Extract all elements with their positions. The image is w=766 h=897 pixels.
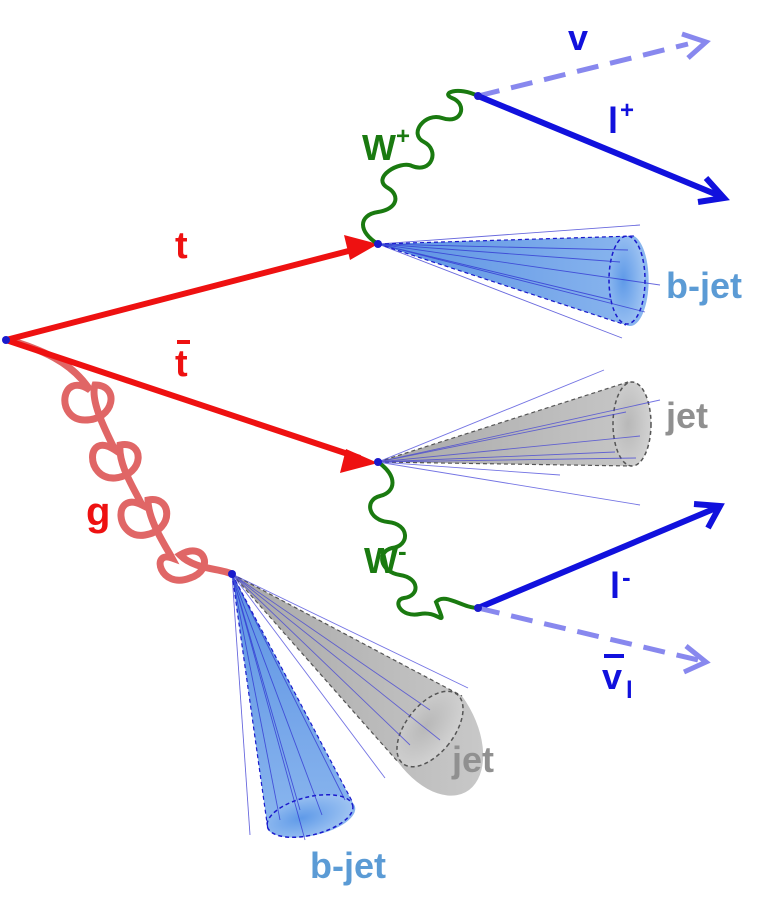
lepton-minus-label: l -	[610, 562, 631, 606]
b-jet-gluon-cone	[231, 573, 356, 841]
lepton-minus-line	[476, 501, 725, 611]
jet-w-minus-cone	[377, 369, 661, 506]
svg-text:l: l	[610, 565, 620, 606]
neutrino-line	[477, 31, 711, 99]
svg-text:l: l	[626, 677, 633, 704]
svg-text:-: -	[398, 536, 407, 566]
lepton-plus-line	[476, 93, 730, 205]
top-quark-label: t	[175, 225, 188, 267]
top-decay-vertex	[374, 240, 382, 248]
production-vertex	[2, 336, 10, 344]
b-jet-top-label: b-jet	[666, 265, 742, 306]
svg-text:W: W	[364, 540, 398, 581]
top-quark-line	[5, 235, 378, 343]
b-jet-gluon-label: b-jet	[310, 845, 386, 886]
svg-text:+: +	[396, 123, 410, 150]
antitop-quark-label: t	[175, 340, 190, 385]
jet-gluon-cone	[231, 573, 484, 796]
svg-text:v: v	[602, 656, 622, 697]
gluon-label: g	[86, 490, 110, 534]
gluon-split-vertex	[228, 570, 236, 578]
svg-text:l: l	[608, 100, 618, 141]
neutrino-label: v	[568, 17, 588, 58]
w-minus-label: W -	[364, 536, 407, 581]
antitop-quark-line	[5, 337, 378, 473]
w-plus-line	[361, 88, 479, 246]
w-plus-decay-vertex	[474, 92, 482, 100]
w-minus-line	[368, 460, 479, 621]
gluon-line	[6, 336, 236, 584]
antineutrino-label: v l	[602, 654, 633, 704]
svg-text:W: W	[362, 127, 396, 168]
w-minus-decay-vertex	[474, 604, 482, 612]
b-jet-top-cone	[377, 224, 661, 339]
lepton-plus-label: l +	[608, 97, 634, 141]
antineutrino-line	[477, 605, 711, 675]
jet-w-minus-label: jet	[665, 395, 708, 436]
svg-text:t: t	[175, 343, 188, 385]
jet-gluon-label: jet	[451, 739, 494, 780]
antitop-decay-vertex	[374, 458, 382, 466]
w-plus-label: W +	[362, 123, 410, 168]
svg-text:+: +	[620, 97, 634, 124]
svg-text:-: -	[622, 562, 631, 592]
